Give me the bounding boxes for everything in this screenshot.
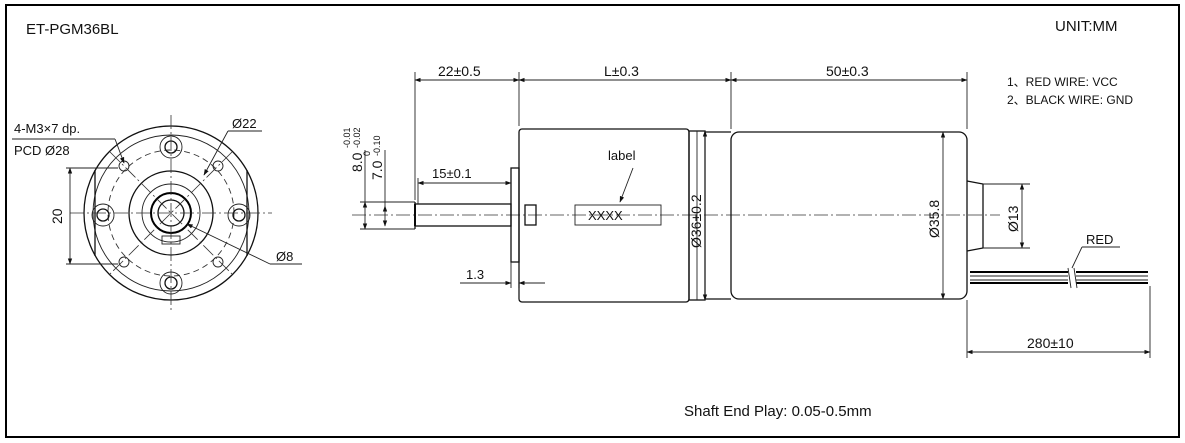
dim-d36: Ø36±0.2 (688, 194, 704, 248)
unit-label: UNIT:MM (1055, 18, 1118, 35)
dim-1-3: 1.3 (466, 267, 484, 282)
retainer-ring (524, 204, 537, 226)
mount-hole-left (91, 203, 115, 227)
mount-hole-right (227, 203, 251, 227)
front-view: 20 4-M3×7 dp. PCD Ø28 Ø22 Ø8 (12, 115, 302, 310)
drawing-frame (5, 4, 1180, 438)
mount-hole-bl (118, 256, 130, 268)
svg-text:8.0: 8.0 (349, 152, 365, 172)
mount-hole-br (212, 256, 224, 268)
svg-text:7.0: 7.0 (369, 160, 385, 180)
wire-red-tag: RED (1086, 232, 1113, 247)
svg-text:-0.10: -0.10 (372, 135, 382, 156)
svg-text:0: 0 (362, 151, 372, 156)
svg-text:-0.02: -0.02 (352, 127, 362, 148)
wire-legend-line2: 2、BLACK WIRE: GND (1007, 93, 1133, 107)
dim-50: 50±0.3 (826, 63, 869, 79)
front-pcd-label: PCD Ø28 (14, 143, 70, 158)
dim-15: 15±0.1 (432, 166, 472, 181)
dim-d358: Ø35.8 (926, 200, 942, 238)
dim-d13: Ø13 (1005, 205, 1021, 232)
front-d8-label: Ø8 (276, 249, 293, 264)
front-d22-label: Ø22 (232, 116, 257, 131)
tol-8: 8.0 -0.01 -0.02 (342, 127, 365, 172)
tol-7: 7.0 0 -0.10 (362, 135, 385, 180)
front-dim-20: 20 (49, 208, 65, 224)
motor-body (730, 131, 968, 300)
dim-280: 280±10 (1027, 335, 1074, 351)
dim-22: 22±0.5 (438, 63, 481, 79)
label-box (574, 204, 662, 226)
label-box-text: XXXX (588, 208, 623, 223)
shaft-end-play-note: Shaft End Play: 0.05-0.5mm (684, 403, 872, 420)
model-title: ET-PGM36BL (26, 21, 119, 38)
front-holes-label: 4-M3×7 dp. (14, 121, 80, 136)
svg-text:-0.01: -0.01 (342, 127, 352, 148)
side-view: XXXX label RED 22±0.5 L±0.3 50±0.3 15±0.… (342, 63, 1151, 358)
dim-L: L±0.3 (604, 63, 639, 79)
rear-boss (966, 180, 984, 252)
mount-hole-tr (212, 160, 224, 172)
label-word: label (608, 148, 636, 163)
wire-legend-line1: 1、RED WIRE: VCC (1007, 75, 1118, 89)
